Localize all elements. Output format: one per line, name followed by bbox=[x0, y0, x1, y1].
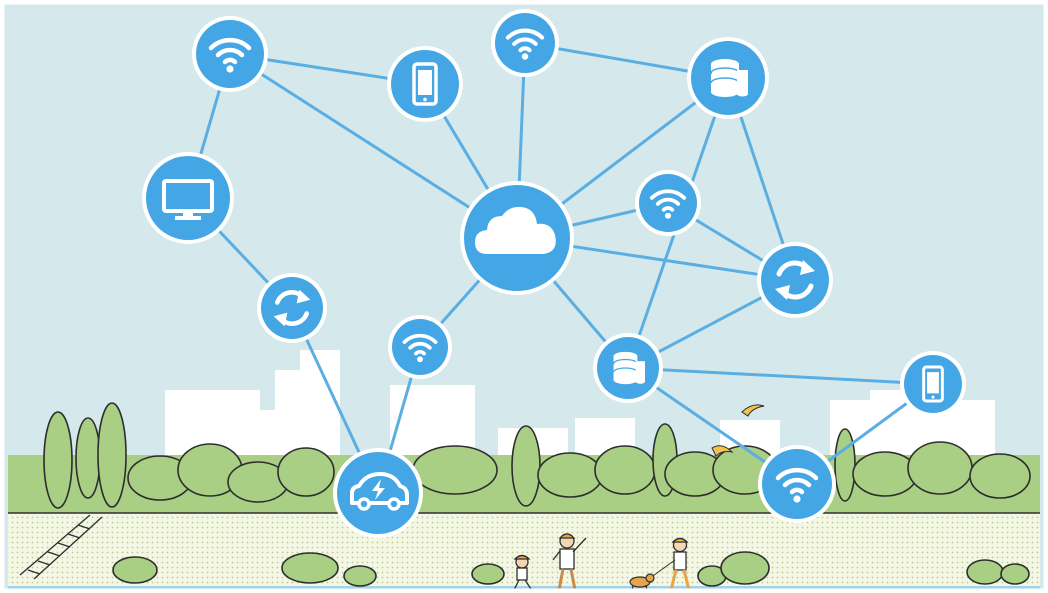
sync-node-left bbox=[257, 273, 327, 343]
dog bbox=[629, 573, 655, 592]
monitor-node-left bbox=[142, 152, 234, 244]
park-field bbox=[8, 513, 1040, 593]
wifi-node-top-left bbox=[192, 16, 268, 92]
tree-row bbox=[43, 402, 1031, 509]
child-running bbox=[513, 554, 532, 591]
wifi-node-bottom-right bbox=[758, 445, 836, 523]
foreground-bushes bbox=[112, 551, 1030, 587]
birds bbox=[711, 404, 765, 457]
phone-node-top bbox=[387, 46, 463, 122]
cloud-node-center bbox=[460, 181, 574, 295]
riverbank-stairs bbox=[19, 514, 103, 580]
wifi-node-mid-left bbox=[388, 315, 452, 379]
phone-node-right bbox=[900, 351, 966, 417]
sync-node-right bbox=[757, 242, 833, 318]
database-node-mid bbox=[593, 333, 663, 403]
adult-pointing bbox=[552, 533, 587, 591]
wifi-node-mid-right bbox=[635, 170, 701, 236]
database-node-top-right bbox=[687, 37, 769, 119]
electric-car-node bbox=[333, 448, 423, 538]
dog-walker bbox=[649, 537, 691, 591]
wifi-node-top-center bbox=[491, 9, 559, 77]
